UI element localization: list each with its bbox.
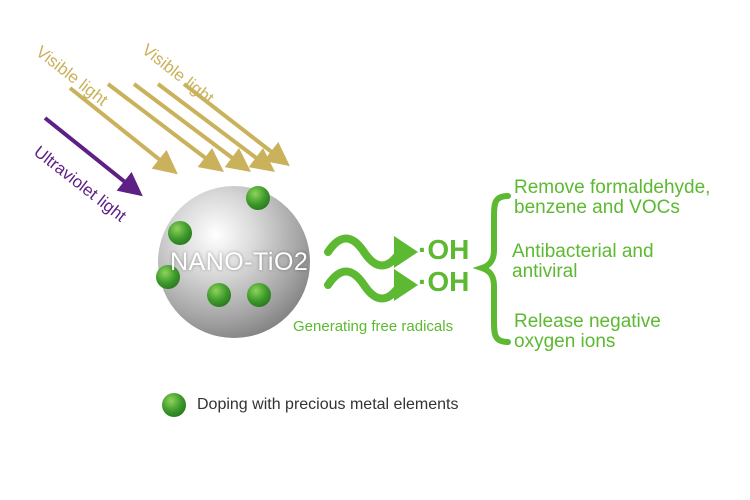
particle-label: NANO-TiO2 bbox=[170, 248, 309, 276]
effect-item: Antibacterial and antiviral bbox=[512, 242, 654, 282]
legend-dot bbox=[162, 393, 186, 417]
doping-dot bbox=[168, 221, 192, 245]
curly-brace bbox=[472, 193, 511, 345]
free-radicals-caption: Generating free radicals bbox=[293, 318, 454, 335]
effect-item: Remove formaldehyde, benzene and VOCs bbox=[514, 178, 710, 218]
doping-dot bbox=[246, 186, 270, 210]
effect-line: benzene and VOCs bbox=[514, 197, 680, 218]
radical-label-2: ·OH bbox=[418, 266, 470, 297]
effect-line: Antibacterial and bbox=[512, 241, 654, 262]
wavy-arrow-top bbox=[324, 234, 418, 270]
effect-line: Remove formaldehyde, bbox=[514, 177, 711, 198]
doping-dot bbox=[247, 283, 271, 307]
visible-light-arrow-2 bbox=[106, 82, 224, 173]
effect-item: Release negative oxygen ions bbox=[514, 312, 661, 352]
visible-light-arrow-5 bbox=[182, 82, 290, 167]
doping-dot bbox=[156, 265, 180, 289]
legend-label: Doping with precious metal elements bbox=[197, 396, 459, 413]
doping-dot bbox=[207, 283, 231, 307]
effect-line: oxygen ions bbox=[514, 331, 616, 352]
visible-light-arrow-3 bbox=[132, 82, 251, 173]
visible-light-arrow-1 bbox=[68, 86, 178, 175]
effect-line: Release negative bbox=[514, 311, 661, 332]
tio2-sphere bbox=[158, 186, 310, 338]
radical-label-1: ·OH bbox=[418, 234, 470, 265]
effect-line: antiviral bbox=[512, 261, 578, 282]
ultraviolet-arrow bbox=[43, 116, 143, 197]
visible-light-arrow-4 bbox=[156, 82, 275, 173]
wavy-arrow-bottom bbox=[324, 267, 418, 303]
